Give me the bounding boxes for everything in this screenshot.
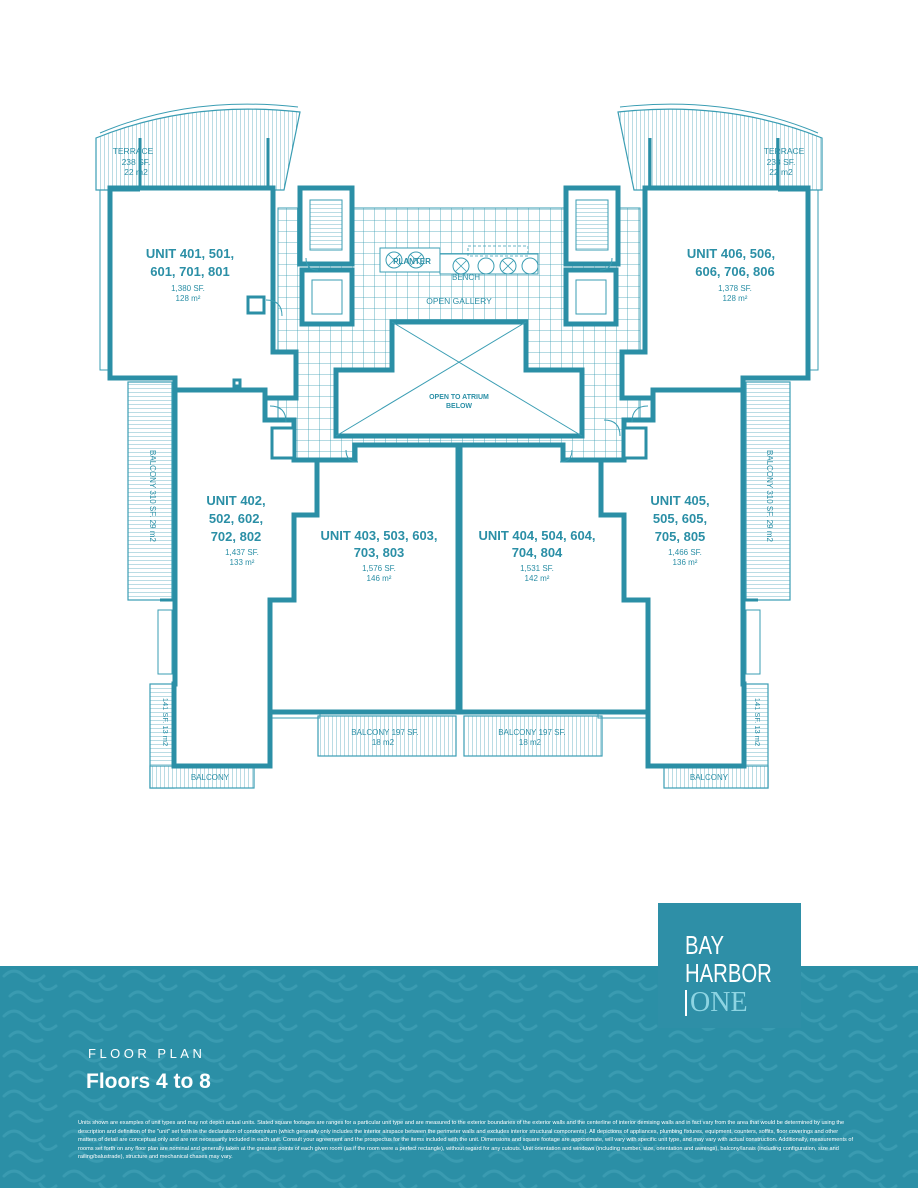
balcony-corner-left-label: BALCONY bbox=[191, 773, 230, 782]
balcony-bottom-left-m2: 18 m2 bbox=[372, 738, 395, 747]
balcony-bottom-right bbox=[463, 715, 603, 757]
unit-401-sf: 1,380 SF. bbox=[171, 284, 205, 293]
core-left bbox=[297, 185, 355, 327]
unit-walls bbox=[107, 185, 811, 769]
unit-404-name-1: UNIT 404, 504, 604, bbox=[478, 528, 595, 543]
unit-402-name-1: UNIT 402, bbox=[206, 493, 265, 508]
unit-406-m2: 128 m² bbox=[723, 294, 748, 303]
balcony-small-right-label: 141 SF. 13 m2 bbox=[753, 698, 762, 746]
floor-plan-title: Floors 4 to 8 bbox=[86, 1070, 211, 1093]
interior-partitions bbox=[110, 138, 808, 712]
balcony-left-side-label: BALCONY 310 SF. 29 m2 bbox=[148, 450, 157, 542]
unit-405-m2: 136 m² bbox=[673, 558, 698, 567]
footer-band: FLOOR PLAN Floors 4 to 8 Units shown are… bbox=[0, 966, 918, 1188]
unit-405-name-1: UNIT 405, bbox=[650, 493, 709, 508]
floor-plan: TERRACE 238 SF. 22 m2 TERRACE 238 SF. 22… bbox=[95, 103, 823, 789]
bay-harbor-one-logo: BAY HARBOR ONE bbox=[658, 903, 801, 1028]
unit-402-m2: 133 m² bbox=[230, 558, 255, 567]
unit-401-name-2: 601, 701, 801 bbox=[150, 264, 230, 279]
unit-405-sf: 1,466 SF. bbox=[668, 548, 702, 557]
atrium bbox=[333, 319, 585, 439]
unit-403-outline bbox=[267, 442, 461, 715]
unit-403-sf: 1,576 SF. bbox=[362, 564, 396, 573]
unit-404-outline bbox=[457, 442, 651, 715]
unit-406-sf: 1,378 SF. bbox=[718, 284, 752, 293]
planter-bench bbox=[379, 245, 539, 275]
terrace-left-label: TERRACE bbox=[113, 146, 154, 156]
balcony-bottom-left bbox=[317, 715, 457, 757]
terrace-right bbox=[617, 103, 823, 191]
pillars bbox=[232, 295, 648, 460]
unit-404-sf: 1,531 SF. bbox=[520, 564, 554, 573]
unit-403-m2: 146 m² bbox=[367, 574, 392, 583]
terrace-left-m2: 22 m2 bbox=[124, 167, 148, 177]
unit-406-name-2: 606, 706, 806 bbox=[695, 264, 775, 279]
balcony-corner-right bbox=[663, 683, 769, 789]
unit-402-sf: 1,437 SF. bbox=[225, 548, 259, 557]
floor-plan-label: FLOOR PLAN bbox=[88, 1046, 206, 1061]
unit-404-m2: 142 m² bbox=[525, 574, 550, 583]
balcony-bottom-left-label: BALCONY 197 SF. bbox=[351, 728, 418, 737]
unit-405-name-3: 705, 805 bbox=[655, 529, 706, 544]
bench-label: BENCH bbox=[452, 273, 480, 282]
terrace-right-label: TERRACE bbox=[764, 146, 805, 156]
open-gallery-label: OPEN GALLERY bbox=[426, 296, 492, 306]
logo-line-bay: BAY bbox=[685, 930, 725, 960]
unit-405-name-2: 505, 605, bbox=[653, 511, 707, 526]
unit-402-name-3: 702, 802 bbox=[211, 529, 262, 544]
unit-401-m2: 128 m² bbox=[176, 294, 201, 303]
terrace-right-m2: 22 m2 bbox=[769, 167, 793, 177]
unit-402-name-2: 502, 602, bbox=[209, 511, 263, 526]
balcony-corner-left bbox=[149, 683, 255, 789]
unit-404-name-2: 704, 804 bbox=[512, 545, 563, 560]
balcony-right-side-label: BALCONY 310 SF. 29 m2 bbox=[765, 450, 774, 542]
terrace-left-sf: 238 SF. bbox=[122, 157, 151, 167]
core-right bbox=[563, 185, 621, 327]
atrium-label-1: OPEN TO ATRIUM bbox=[429, 394, 489, 401]
balcony-small-left-label: 141 SF. 13 m2 bbox=[161, 698, 170, 746]
balcony-bottom-right-m2: 18 m2 bbox=[519, 738, 542, 747]
logo-divider bbox=[685, 990, 687, 1016]
logo-line-harbor: HARBOR bbox=[685, 958, 772, 988]
unit-406-outline bbox=[619, 185, 811, 401]
logo-line-one: ONE bbox=[690, 987, 748, 1018]
atrium-label-2: BELOW bbox=[446, 403, 472, 410]
unit-401-name-1: UNIT 401, 501, bbox=[146, 246, 234, 261]
unit-406-name-1: UNIT 406, 506, bbox=[687, 246, 775, 261]
balcony-bottom-right-label: BALCONY 197 SF. bbox=[498, 728, 565, 737]
door-swings bbox=[265, 257, 649, 463]
unit-403-name-2: 703, 803 bbox=[354, 545, 405, 560]
balcony-corner-right-label: BALCONY bbox=[690, 773, 729, 782]
balcony-left-side bbox=[127, 381, 173, 601]
balcony-right-side bbox=[745, 381, 791, 601]
disclaimer-text: Units shown are examples of unit types a… bbox=[78, 1120, 854, 1161]
unit-401-outline bbox=[107, 185, 299, 401]
planter-label: PLANTER bbox=[393, 257, 431, 266]
unit-403-name-1: UNIT 403, 503, 603, bbox=[320, 528, 437, 543]
terrace-left bbox=[95, 103, 301, 191]
terrace-right-sf: 238 SF. bbox=[767, 157, 796, 167]
